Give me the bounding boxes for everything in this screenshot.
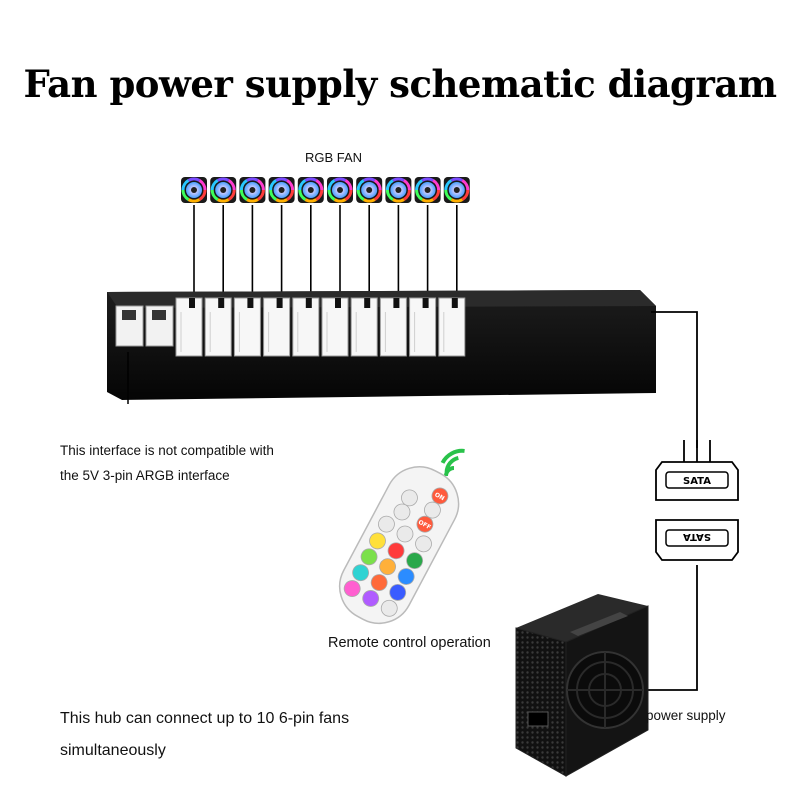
rgb-fan-icon <box>181 177 207 203</box>
hub-note-line1: This hub can connect up to 10 6-pin fans <box>60 710 350 727</box>
fan-port <box>204 297 232 357</box>
hub-ports <box>115 297 466 357</box>
remote-button <box>406 552 424 570</box>
sata-label-bottom: SATA <box>683 531 711 542</box>
rgb-fan-icon <box>356 177 383 203</box>
rgb-fan-icon <box>327 177 353 203</box>
remote-button <box>352 564 370 582</box>
fan-port <box>292 297 320 357</box>
fan-hub <box>107 290 656 400</box>
fan-port <box>233 297 261 357</box>
remote-button: OFF <box>416 515 434 533</box>
remote-label: Remote control operation <box>328 635 491 651</box>
fan-port <box>175 297 203 357</box>
fan-port <box>321 297 349 357</box>
hub-capacity-note: This hub can connect up to 10 6-pin fans… <box>60 703 420 767</box>
rgb-fan-icon <box>239 177 266 203</box>
rgb-fan-icon <box>443 177 470 203</box>
remote-button <box>369 532 386 550</box>
remote-button <box>387 542 405 560</box>
interface-note: This interface is not compatible with th… <box>60 438 360 488</box>
remote-button <box>397 568 415 585</box>
remote-button <box>360 548 378 566</box>
hub-to-sata-cable <box>651 311 698 448</box>
sata-label-top: SATA <box>683 476 711 487</box>
argb-port-unsupported <box>115 305 144 347</box>
remote-button <box>343 580 361 597</box>
remote-button <box>380 599 398 617</box>
remote-button <box>415 535 432 553</box>
fan-port <box>438 297 466 357</box>
rgb-fan-icon <box>414 177 441 203</box>
remote-button <box>389 584 407 601</box>
rgb-fan-icon <box>268 177 295 203</box>
remote-button <box>370 574 388 591</box>
fan-port <box>350 297 378 357</box>
remote-buttons: ON OFF <box>343 487 449 617</box>
wifi-signal-icon <box>440 448 465 477</box>
argb-port-unsupported <box>145 305 174 347</box>
hub-note-line2: simultaneously <box>60 742 166 759</box>
interface-note-line2: the 5V 3-pin ARGB interface <box>60 468 230 483</box>
power-supply-unit <box>515 594 649 777</box>
remote-button <box>393 503 411 521</box>
rgb-fan-icon <box>297 177 324 203</box>
remote-button <box>379 558 397 576</box>
remote-button <box>378 515 395 533</box>
remote-button-label: ON <box>433 491 445 502</box>
rgb-fan-icon <box>210 177 237 203</box>
rgb-fan-icon <box>385 177 412 203</box>
rgb-fan-group <box>181 177 470 203</box>
interface-note-line1: This interface is not compatible with <box>60 443 274 458</box>
remote-control: ON OFF <box>338 466 460 625</box>
remote-button <box>362 590 380 607</box>
fan-port <box>379 297 407 357</box>
page-title: Fan power supply schematic diagram <box>23 62 777 106</box>
sata-connector-male: SATA <box>655 440 739 501</box>
psu-label: power supply <box>646 708 726 723</box>
sata-to-psu-cable <box>648 565 698 691</box>
fan-port <box>263 297 291 357</box>
sata-connector-female: SATA <box>655 519 739 561</box>
rgb-fan-label: RGB FAN <box>305 150 363 165</box>
fan-wires <box>193 205 458 296</box>
fan-port <box>409 297 437 357</box>
remote-button <box>396 525 414 543</box>
